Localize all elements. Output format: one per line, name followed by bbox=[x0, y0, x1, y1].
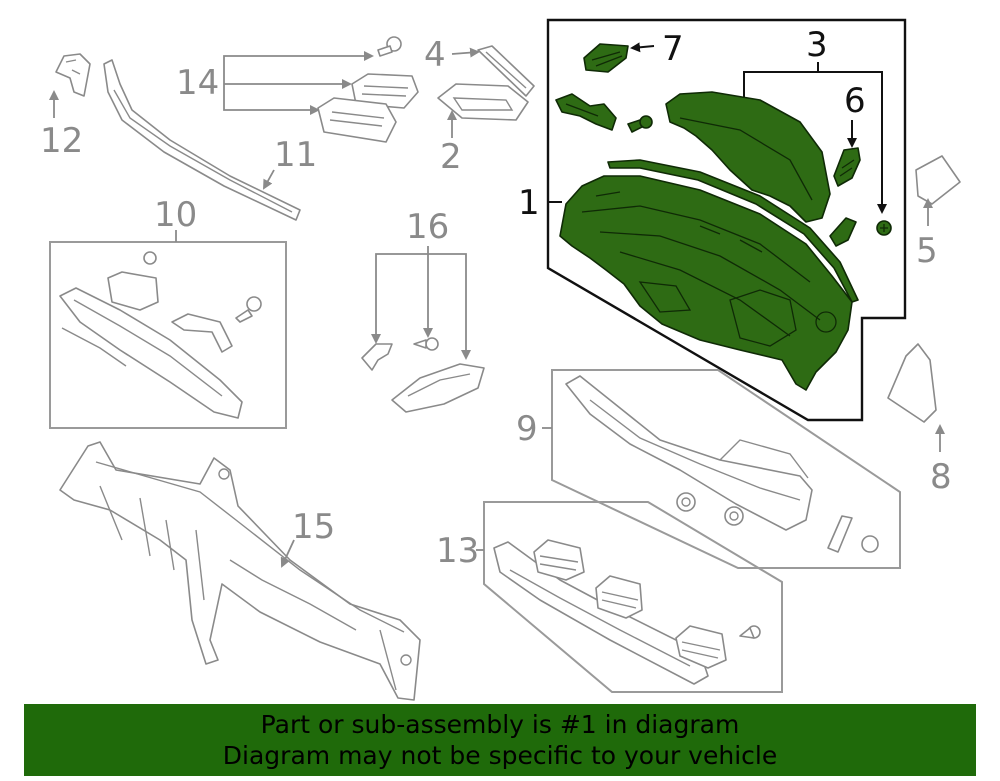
callout-14: 14 bbox=[176, 63, 219, 103]
callout-6: 6 bbox=[844, 81, 866, 121]
callout-3: 3 bbox=[806, 25, 828, 65]
part-12-bracket[interactable] bbox=[55, 53, 91, 97]
part-screw-left[interactable] bbox=[627, 115, 653, 133]
part-5-side-cover[interactable] bbox=[915, 155, 961, 205]
part-10-glove-box-housing[interactable] bbox=[59, 287, 243, 419]
part-13-vent-3[interactable] bbox=[675, 625, 727, 669]
callout-11: 11 bbox=[274, 135, 317, 175]
part-3-upper-cover[interactable] bbox=[665, 91, 831, 223]
part-7-clip[interactable] bbox=[583, 43, 629, 73]
part-bracket-right[interactable] bbox=[829, 217, 857, 247]
part-9-damper[interactable] bbox=[827, 515, 853, 553]
callout-16: 16 bbox=[406, 207, 449, 247]
part-2-tray[interactable] bbox=[437, 83, 529, 121]
part-15-crossmember[interactable] bbox=[59, 441, 421, 701]
callout-4: 4 bbox=[424, 35, 446, 75]
part-9-bumper-1[interactable] bbox=[676, 492, 696, 512]
part-8-side-cover[interactable] bbox=[887, 343, 937, 423]
banner-line-1: Part or sub-assembly is #1 in diagram bbox=[260, 710, 740, 739]
callout-10: 10 bbox=[154, 195, 197, 235]
part-16-end-cap[interactable] bbox=[391, 363, 485, 413]
part-13-screw[interactable] bbox=[739, 625, 761, 639]
part-14-vent-lower[interactable] bbox=[317, 97, 397, 143]
part-bracket-left[interactable] bbox=[555, 93, 617, 131]
callout-1: 1 bbox=[518, 183, 540, 223]
part-6-side-trim[interactable] bbox=[833, 147, 861, 187]
part-4-cover[interactable] bbox=[477, 45, 535, 97]
part-screw-right[interactable] bbox=[876, 220, 892, 236]
part-13-box bbox=[483, 501, 783, 693]
part-16-screw[interactable] bbox=[413, 337, 439, 351]
part-10-box bbox=[49, 241, 287, 429]
part-10-latch[interactable] bbox=[107, 251, 159, 311]
info-banner: Part or sub-assembly is #1 in diagram Di… bbox=[24, 704, 976, 776]
part-13-vent-2[interactable] bbox=[595, 575, 643, 619]
callout-2: 2 bbox=[440, 137, 462, 177]
callout-15: 15 bbox=[292, 507, 335, 547]
part-9-clip[interactable] bbox=[861, 535, 879, 553]
part-9-bumper-2[interactable] bbox=[724, 506, 744, 526]
part-10-bolt[interactable] bbox=[235, 296, 262, 323]
callout-8: 8 bbox=[930, 457, 952, 497]
callout-7: 7 bbox=[662, 29, 684, 69]
part-11-trim-strip[interactable] bbox=[103, 59, 301, 221]
part-10-bracket[interactable] bbox=[171, 313, 233, 353]
part-14-bolt[interactable] bbox=[377, 36, 402, 57]
part-16-clip[interactable] bbox=[361, 343, 393, 371]
part-13-vent-1[interactable] bbox=[533, 539, 585, 581]
part-1-crash-pad-assembly[interactable] bbox=[559, 175, 853, 391]
part-9-glove-box[interactable] bbox=[565, 375, 813, 531]
banner-line-2: Diagram may not be specific to your vehi… bbox=[222, 741, 778, 770]
part-9-box bbox=[551, 369, 901, 569]
callout-5: 5 bbox=[916, 231, 938, 271]
callout-13: 13 bbox=[436, 531, 479, 571]
callout-12: 12 bbox=[40, 121, 83, 161]
callout-9: 9 bbox=[516, 409, 538, 449]
part-13-center-panel[interactable] bbox=[493, 541, 709, 685]
